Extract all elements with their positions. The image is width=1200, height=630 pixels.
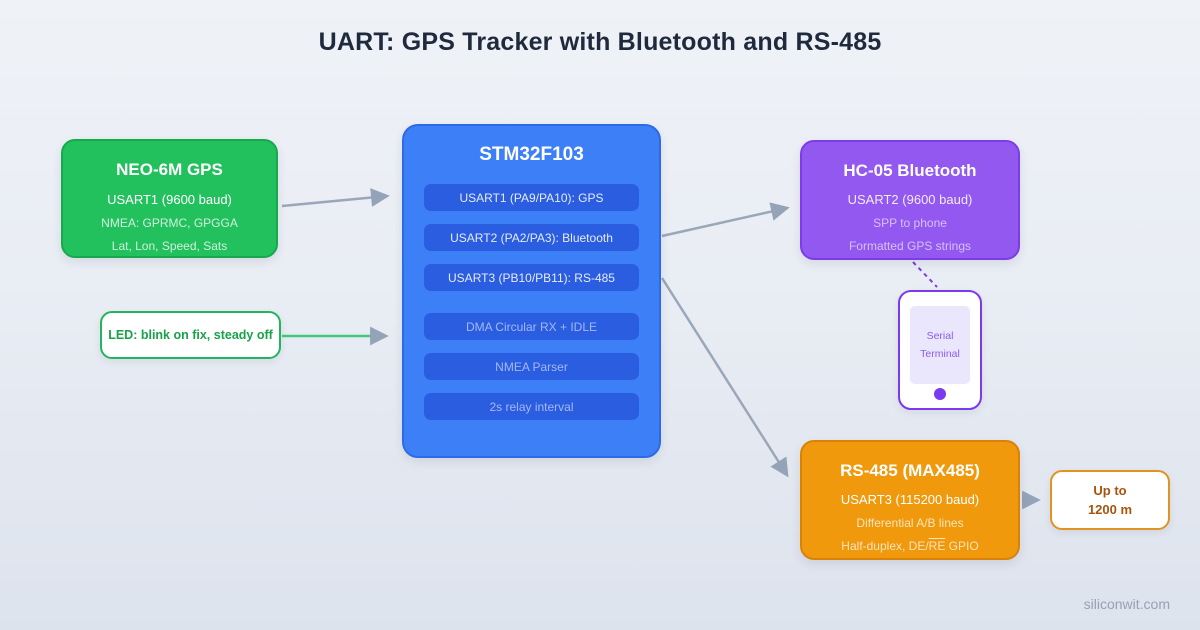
mcu-pill-usart2: USART2 (PA2/PA3): Bluetooth bbox=[424, 224, 639, 251]
led-note: LED: blink on fix, steady off bbox=[100, 311, 281, 359]
rs485-node-duplex: Half-duplex, DE/RE GPIO bbox=[841, 539, 979, 553]
connector-bluetooth-to-phone-dashed bbox=[912, 261, 938, 288]
watermark: siliconwit.com bbox=[1083, 596, 1170, 612]
rs485-node-title: RS-485 (MAX485) bbox=[840, 461, 980, 480]
range-note: Up to 1200 m bbox=[1050, 470, 1170, 530]
range-note-line2: 1200 m bbox=[1087, 502, 1133, 517]
connector-gps-to-mcu bbox=[281, 188, 390, 208]
connector-mcu-to-rs485 bbox=[660, 277, 789, 478]
bluetooth-node-uart: USART2 (9600 baud) bbox=[847, 192, 973, 207]
bluetooth-node-title: HC-05 Bluetooth bbox=[843, 161, 977, 180]
mcu-pill-dma: DMA Circular RX + IDLE bbox=[424, 313, 639, 340]
mcu-pill-relay: 2s relay interval bbox=[424, 393, 639, 420]
mcu-node: STM32F103 USART1 (PA9/PA10): GPS USART2 … bbox=[402, 124, 661, 458]
rs485-node-lines: Differential A/B lines bbox=[856, 516, 964, 530]
gps-node-uart: USART1 (9600 baud) bbox=[107, 192, 232, 207]
phone-screen: Serial Terminal bbox=[910, 306, 970, 384]
phone-screen-line2: Terminal bbox=[920, 348, 960, 360]
phone-icon: Serial Terminal bbox=[898, 290, 982, 410]
mcu-pill-parser: NMEA Parser bbox=[424, 353, 639, 380]
mcu-pill-usart1: USART1 (PA9/PA10): GPS bbox=[424, 184, 639, 211]
bluetooth-node: HC-05 Bluetooth USART2 (9600 baud) SPP t… bbox=[800, 140, 1020, 260]
diagram-title: UART: GPS Tracker with Bluetooth and RS-… bbox=[318, 28, 882, 56]
rs485-node: RS-485 (MAX485) USART3 (115200 baud) Dif… bbox=[800, 440, 1020, 560]
phone-screen-line1: Serial bbox=[926, 330, 954, 342]
mcu-pill-usart3: USART3 (PB10/PB11): RS-485 bbox=[424, 264, 639, 291]
mcu-node-title: STM32F103 bbox=[479, 144, 584, 165]
bluetooth-node-spp: SPP to phone bbox=[873, 216, 947, 230]
range-note-line1: Up to bbox=[1093, 483, 1127, 498]
gps-node-nmea: NMEA: GPRMC, GPGGA bbox=[101, 216, 238, 230]
gps-node: NEO-6M GPS USART1 (9600 baud) NMEA: GPRM… bbox=[61, 139, 278, 258]
rs485-node-uart: USART3 (115200 baud) bbox=[840, 492, 980, 507]
phone-home-button-icon bbox=[934, 388, 946, 400]
connector-mcu-to-bluetooth bbox=[661, 202, 790, 238]
gps-node-fields: Lat, Lon, Speed, Sats bbox=[111, 239, 228, 253]
gps-node-title: NEO-6M GPS bbox=[116, 160, 223, 179]
bluetooth-node-strings: Formatted GPS strings bbox=[848, 239, 972, 253]
led-note-label: LED: blink on fix, steady off bbox=[108, 328, 273, 342]
